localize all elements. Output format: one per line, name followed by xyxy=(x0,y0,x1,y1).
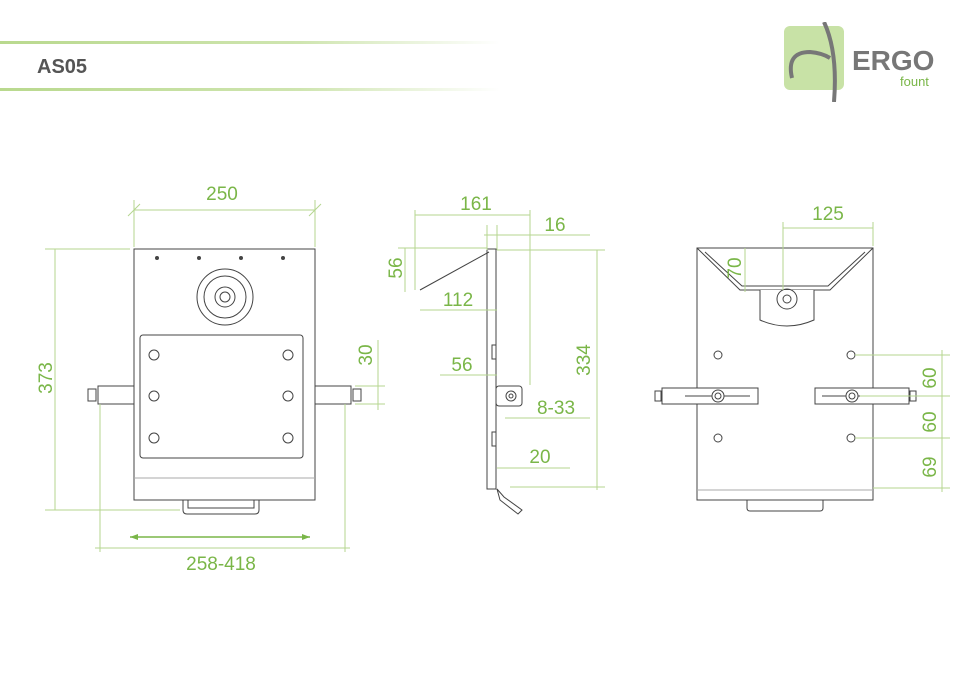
dim-back-bottom: 69 xyxy=(920,456,941,477)
dim-bracket-depth: 56 xyxy=(451,355,472,376)
header-rule-bottom xyxy=(0,88,500,91)
page-title: AS05 xyxy=(37,56,88,78)
dim-clamp-offset: 30 xyxy=(356,344,377,365)
dim-width: 250 xyxy=(206,184,238,205)
dim-range: 8-33 xyxy=(537,398,575,419)
front-view: 250 373 258-418 30 xyxy=(36,184,385,575)
back-view: 125 70 60 60 69 xyxy=(654,204,950,512)
dim-bottom: 20 xyxy=(529,447,550,468)
dim-spacing-2: 60 xyxy=(920,411,941,432)
logo-brand: ERGO xyxy=(852,45,934,76)
logo-sub: fount xyxy=(900,74,929,89)
side-view: 161 16 56 112 56 8-33 20 334 xyxy=(386,194,605,515)
dim-angle-height: 56 xyxy=(386,257,407,278)
dim-angle-depth: 112 xyxy=(443,290,473,311)
dim-clamp-range: 258-418 xyxy=(186,554,256,575)
dim-offset: 16 xyxy=(544,215,565,236)
ergofount-logo: ERGO fount xyxy=(784,22,934,102)
header-rule-top xyxy=(0,41,500,44)
dim-hopper-height: 70 xyxy=(725,257,746,278)
dim-back-width: 125 xyxy=(812,204,844,225)
dim-depth-top: 161 xyxy=(460,194,492,215)
dim-height: 373 xyxy=(36,362,57,394)
dim-side-height: 334 xyxy=(574,344,595,376)
dim-spacing-1: 60 xyxy=(920,367,941,388)
